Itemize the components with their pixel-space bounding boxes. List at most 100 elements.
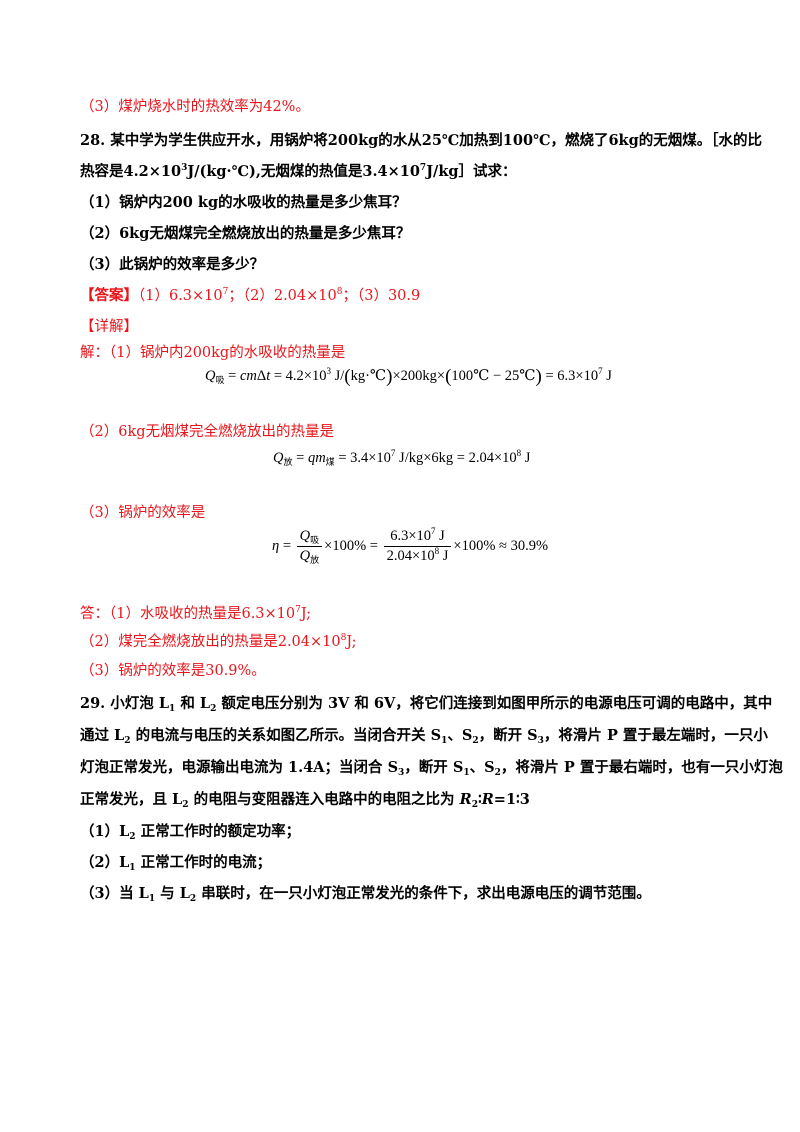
q29-text: （2）L <box>80 854 130 871</box>
q29-subscript: 3 <box>537 736 544 746</box>
formula-text: ×100% ≈ 30.9% <box>453 538 549 554</box>
q28-answer-line: 【答案】（1）6.3×107；（2）2.04×108；（3）30.9 <box>80 286 420 306</box>
formula-text: J <box>439 548 449 564</box>
q29-text: 串联时，在一只小灯泡正常发光的条件下，求出电源电压的调节范围。 <box>196 885 651 902</box>
conclusion-3: （3）锅炉的效率是30.9%。 <box>80 663 266 679</box>
q29-subscript: 1 <box>169 704 176 714</box>
formula-symbol: Q <box>273 450 284 466</box>
formula-exponent: 8 <box>516 448 522 458</box>
formula-text: 6.3×10 <box>390 528 432 544</box>
q29-text: ，断开 S <box>478 727 538 744</box>
q29-text: （1）L <box>80 823 130 840</box>
formula-heat-released: Q放 = qm煤 = 3.4×107 J/kg×6kg = 2.04×108 J <box>273 448 531 467</box>
q29-subscript: 2 <box>182 800 189 810</box>
q29-text: 与 L <box>155 885 190 902</box>
formula-text: = 3.4×10 <box>334 450 391 466</box>
q29-text: 、S <box>447 727 473 744</box>
formula-exponent: 7 <box>431 526 436 536</box>
conclusion-text: 答：（1）水吸收的热量是6.3×10 <box>80 606 296 622</box>
q29-symbol: R <box>459 791 472 808</box>
q29-text: =1∶3 <box>493 791 530 808</box>
formula-subscript: 煤 <box>325 457 335 467</box>
q29-text: 正常工作时的额定功率； <box>135 823 301 840</box>
paren-close: ) <box>535 366 542 387</box>
formula-text: = <box>224 368 240 384</box>
formula-symbol: t <box>266 368 271 384</box>
formula-text: J/ <box>330 368 345 384</box>
q29-text: （3）当 L <box>80 885 149 902</box>
conclusion-2: （2）煤完全燃烧放出的热量是2.04×108J; <box>80 632 356 652</box>
q28-text: J/kg］试求： <box>426 163 517 180</box>
formula-symbol: cm <box>239 368 257 384</box>
answer-tag: 【答案】 <box>80 287 138 304</box>
paren-open: ( <box>445 366 452 387</box>
formula-heat-absorbed: Q吸 = cmΔt = 4.2×103 J/(kg·℃)×200kg×(100℃… <box>205 366 612 388</box>
solution-3-intro: （3）锅炉的效率是 <box>80 505 206 521</box>
q29-stem-line1: 29. 小灯泡 L1 和 L2 额定电压分别为 3V 和 6V，将它们连接到如图… <box>80 694 772 714</box>
formula-text: 100℃ − 25℃ <box>451 368 536 384</box>
q29-subscript: 1 <box>148 894 156 904</box>
solution-1-intro: 解：（1）锅炉内200kg的水吸收的热量是 <box>80 345 346 361</box>
q29-stem-line4: 正常发光，且 L2 的电阻与变阻器连入电路中的电阻之比为 R2∶R=1∶3 <box>80 790 530 810</box>
solution-2-intro: （2）6kg无烟煤完全燃烧放出的热量是 <box>80 424 335 440</box>
q28-stem-line1: 28. 某中学为学生供应开水，用锅炉将200kg的水从25℃加热到100℃，燃烧… <box>80 131 762 151</box>
q28-exponent: 3 <box>181 163 188 173</box>
conclusion-text: J; <box>300 606 311 622</box>
q29-text: 的电流与电压的关系如图乙所示。当闭合开关 S <box>130 727 442 744</box>
q29-subscript: 2 <box>471 800 478 810</box>
q28-stem-text: 某中学为学生供应开水，用锅炉将200kg的水从25℃加热到100℃，燃烧了6kg… <box>110 132 762 149</box>
q29-text: 灯泡正常发光，电源输出电流为 1.4A；当闭合 S <box>80 759 399 776</box>
q29-subscript: 1 <box>129 863 136 873</box>
conclusion-exponent: 8 <box>340 633 347 643</box>
answer-exponent: 7 <box>222 287 229 297</box>
q29-stem-line3: 灯泡正常发光，电源输出电流为 1.4A；当闭合 S3，断开 S1、S2，将滑片 … <box>80 758 783 778</box>
q29-subscript: 2 <box>472 736 479 746</box>
q29-text: 小灯泡 L <box>110 695 170 712</box>
answer-text: （1）6.3×10 <box>138 288 223 304</box>
formula-text: = 6.3×10 <box>541 368 599 384</box>
formula-exponent: 3 <box>326 366 331 376</box>
paren-open: ( <box>344 366 351 387</box>
formula-text: kg·℃ <box>350 368 387 384</box>
q29-text: 额定电压分别为 3V 和 6V，将它们连接到如图甲所示的电源电压可调的电路中，其… <box>216 695 773 712</box>
q29-text: ，断开 S <box>404 759 464 776</box>
q29-text: 、S <box>469 759 495 776</box>
formula-subscript: 放 <box>310 555 320 565</box>
conclusion-text: （2）煤完全燃烧放出的热量是2.04×10 <box>80 634 341 650</box>
q29-sub2: （2）L1 正常工作时的电流； <box>80 853 271 873</box>
formula-subscript: 放 <box>283 457 293 467</box>
formula-symbol: qm <box>307 450 326 466</box>
q29-stem-line2: 通过 L2 的电流与电压的关系如图乙所示。当闭合开关 S1、S2，断开 S3，将… <box>80 726 768 746</box>
q29-text: 和 L <box>175 695 211 712</box>
q28-exponent: 7 <box>419 163 427 173</box>
fraction-denominator: 2.04×108 J <box>384 547 452 565</box>
formula-text: J/kg×6kg = 2.04×10 <box>395 450 517 466</box>
formula-symbol: Q <box>205 368 216 384</box>
formula-subscript: 吸 <box>310 535 320 545</box>
q29-text: 的电阻与变阻器连入电路中的电阻之比为 <box>188 791 460 808</box>
formula-text: 2.04×10 <box>386 548 435 564</box>
q29-subscript: 2 <box>124 736 131 746</box>
formula-text: J <box>521 450 531 466</box>
formula-symbol: Q <box>299 548 311 564</box>
q29-symbol: R <box>481 791 494 808</box>
q29-subscript: 1 <box>463 768 470 778</box>
q29-sub1: （1）L2 正常工作时的额定功率； <box>80 822 300 842</box>
fraction-numerator: 6.3×107 J <box>383 526 452 547</box>
q28-text: 热容是4.2×10 <box>80 163 182 180</box>
formula-exponent: 8 <box>434 546 440 556</box>
q29-text: ∶ <box>477 791 482 808</box>
q29-sub3: （3）当 L1 与 L2 串联时，在一只小灯泡正常发光的条件下，求出电源电压的调… <box>80 884 651 904</box>
q29-text: 正常发光，且 L <box>80 791 183 808</box>
conclusion-text: J; <box>346 634 357 650</box>
q29-subscript: 2 <box>494 768 501 778</box>
formula-symbol: Q <box>299 528 311 544</box>
prev-answer-line: （3）煤炉烧水时的热效率为42%。 <box>80 99 310 115</box>
formula-text: J <box>435 528 445 544</box>
q29-text: 正常工作时的电流； <box>135 854 272 871</box>
q28-sub1: （1）锅炉内200 kg的水吸收的热量是多少焦耳？ <box>80 194 407 211</box>
q29-subscript: 1 <box>441 736 448 746</box>
